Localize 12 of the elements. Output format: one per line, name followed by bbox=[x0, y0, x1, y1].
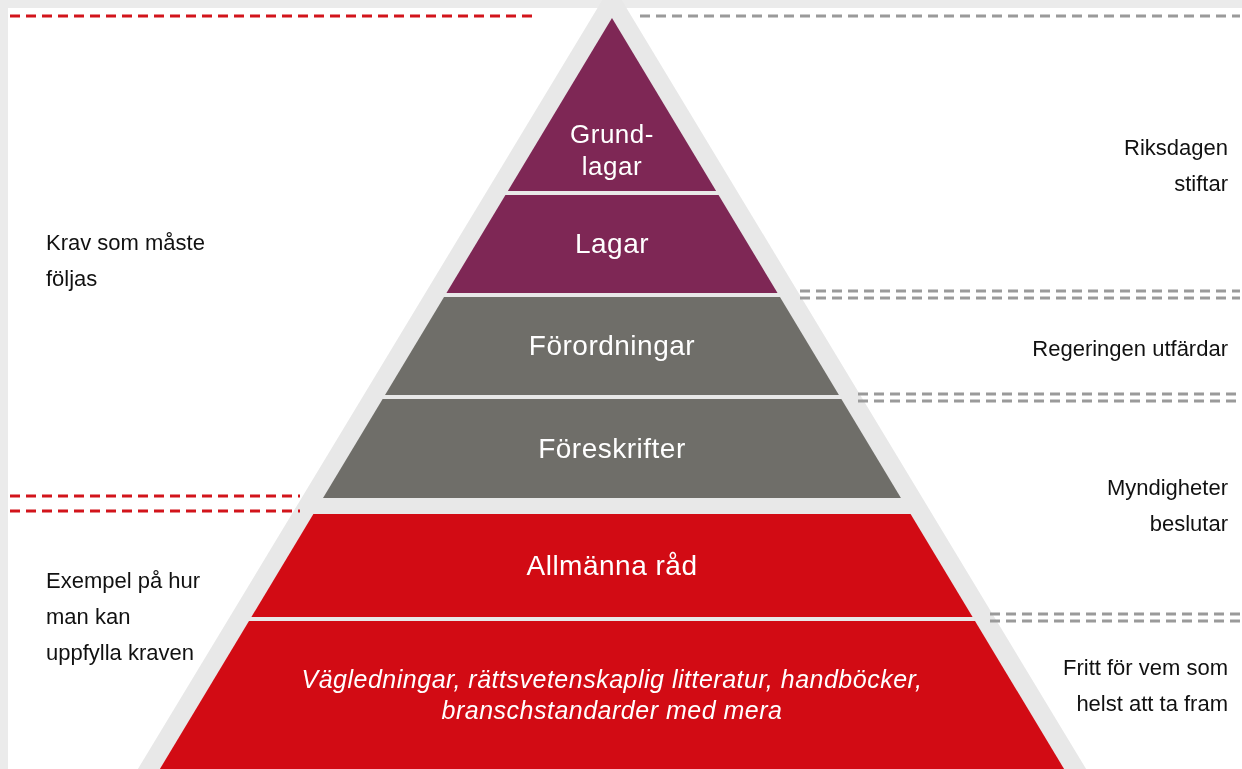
tier-label: Lagar bbox=[574, 227, 650, 261]
authority-note: Fritt för vem som helst att ta fram bbox=[1062, 654, 1228, 718]
tier-label: Grund- lagar bbox=[569, 117, 655, 182]
tier-label: Vägledningar, rättsvetenskaplig litteratur, handböcker, branschstandarder med mera bbox=[300, 664, 924, 726]
authority-note: Regeringen utfärdar bbox=[1031, 335, 1228, 363]
requirement-note: Krav som måste följas bbox=[46, 229, 206, 293]
tier-label: Föreskrifter bbox=[538, 431, 686, 466]
requirement-note: Exempel på hur man kan uppfylla kraven bbox=[46, 567, 202, 667]
authority-note: Riksdagen stiftar bbox=[1123, 134, 1228, 198]
tier-label: Allmänna råd bbox=[526, 548, 698, 583]
tier-label: Förordningar bbox=[528, 329, 696, 363]
authority-note: Myndigheter beslutar bbox=[1105, 474, 1228, 538]
